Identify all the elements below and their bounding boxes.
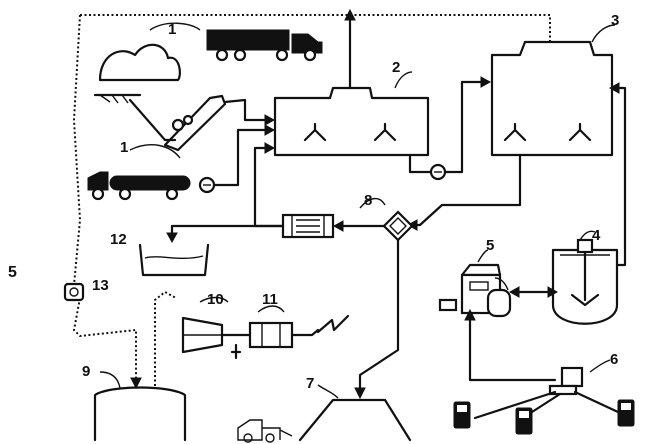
- label-1a-leader: [149, 22, 201, 31]
- filter-to-tank2-line: [253, 146, 285, 228]
- feed-arrowhead: [264, 114, 276, 126]
- recycle-arrowhead: [264, 142, 276, 154]
- filter-arrowhead: [332, 220, 344, 232]
- link-handheld-1: [473, 390, 557, 420]
- label-4: 4: [592, 227, 601, 244]
- sensor-13: [63, 282, 85, 302]
- splitter-8: [382, 210, 414, 242]
- label-4-leader: [579, 230, 596, 241]
- label-3-leader: [591, 24, 616, 43]
- label-1b-leader: [129, 144, 181, 159]
- handheld-terminal-icon-3: [617, 399, 635, 427]
- network-arrowhead-up: [464, 308, 476, 321]
- storage-tank-9: [93, 386, 187, 442]
- tanker-feed-line: [212, 128, 270, 187]
- figure-label: 5: [8, 264, 17, 281]
- mixer-icon: [303, 122, 397, 142]
- dotted-control-loop: [72, 14, 551, 386]
- truck-icon: [206, 29, 323, 62]
- link-handheld-3: [573, 390, 620, 414]
- label-1a: 1: [168, 21, 176, 38]
- link-arrowhead-left: [508, 286, 520, 298]
- bulldozer-icon: [237, 419, 293, 443]
- filter-unit: [281, 213, 335, 239]
- label-13: 13: [92, 277, 109, 294]
- label-6-leader: [589, 359, 611, 373]
- reactor-4: [551, 238, 619, 325]
- tank2-outlet-line: [408, 153, 433, 174]
- link-handheld-2: [530, 392, 562, 414]
- pile-arrowhead: [354, 387, 366, 400]
- label-10-leader: [199, 296, 229, 303]
- label-3: 3: [611, 12, 619, 29]
- label-2: 2: [392, 59, 400, 76]
- label-9: 9: [82, 363, 90, 380]
- terminal-icon-6: [548, 366, 584, 396]
- tank2-to-tank3-line: [443, 80, 486, 174]
- pump-icon-1: [198, 176, 216, 194]
- label-7-leader: [317, 384, 339, 399]
- turbine-10: [181, 316, 242, 360]
- label-7: 7: [306, 375, 314, 392]
- label-1b: 1: [120, 139, 128, 156]
- residue-pile-7: [298, 398, 412, 442]
- tanker-truck-icon: [87, 171, 191, 201]
- label-9-leader: [99, 371, 121, 389]
- generator-output-line: [290, 328, 320, 337]
- filter-to-tray-line: [170, 224, 285, 238]
- computer-icon: [438, 263, 512, 318]
- return-arrowhead: [608, 82, 620, 94]
- label-2-leader: [394, 71, 413, 89]
- tank3-inlet-arrowhead: [480, 76, 492, 88]
- label-10: 10: [207, 291, 224, 308]
- reactor-return-line: [614, 86, 627, 267]
- tank3-to-splitter-line: [410, 153, 522, 227]
- label-12: 12: [110, 231, 127, 248]
- network-line: [468, 311, 557, 382]
- label-11: 11: [262, 291, 278, 308]
- label-8: 8: [364, 192, 372, 209]
- pump-icon-2: [429, 163, 447, 181]
- belt-conveyor: [93, 93, 227, 152]
- tanker-arrowhead: [264, 124, 276, 136]
- generator-11: [248, 321, 294, 349]
- handheld-terminal-icon-2: [515, 407, 533, 435]
- label-5: 5: [486, 237, 494, 254]
- conveyor-feed-line: [223, 98, 270, 122]
- material-pile: [98, 43, 181, 82]
- tank9-arrowhead: [130, 377, 142, 390]
- splitter-to-pile-line: [358, 238, 400, 394]
- lightning-bolt: [316, 314, 350, 334]
- tank-3: [490, 40, 614, 157]
- label-5-leader: [477, 249, 489, 263]
- tank-2: [273, 86, 430, 157]
- settling-tray-12: [138, 243, 210, 277]
- label-11-leader: [257, 305, 285, 313]
- handheld-terminal-icon-1: [453, 401, 471, 429]
- vent-arrowhead: [344, 8, 356, 21]
- tray-arrowhead: [166, 232, 178, 244]
- label-6: 6: [610, 351, 618, 368]
- link-arrowhead-right: [547, 286, 559, 298]
- label-8-leader: [359, 197, 386, 209]
